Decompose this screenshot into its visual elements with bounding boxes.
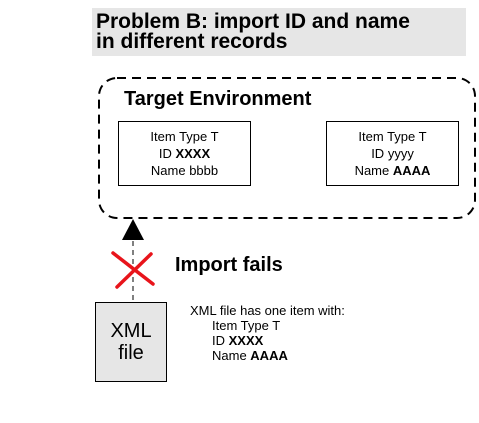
xml-item-id-value: XXXX <box>228 333 264 348</box>
import-arrow-head <box>122 219 144 240</box>
target-environment-title: Target Environment <box>124 88 312 110</box>
xml-file-box: XML file <box>95 302 167 382</box>
xml-file-description: XML file has one item with: Item Type T … <box>190 303 345 363</box>
record-id: ID yyyy <box>371 146 414 161</box>
record-box-right: Item Type T ID yyyy Name AAAA <box>326 121 459 186</box>
record-id: ID XXXX <box>158 146 211 161</box>
record-name: Name AAAA <box>354 163 431 178</box>
record-id-value: XXXX <box>175 146 211 161</box>
fail-cross-icon <box>111 251 155 289</box>
xml-item-name: Name AAAA <box>212 348 288 363</box>
xml-item-name-value: AAAA <box>250 348 288 363</box>
record-id-value: yyyy <box>387 146 414 161</box>
target-environment-boundary <box>98 77 476 219</box>
xml-file-label-2: file <box>118 342 144 364</box>
record-name-value: AAAA <box>392 163 431 178</box>
xml-item-id: ID XXXX <box>212 333 264 348</box>
import-status-label: Import fails <box>175 254 283 276</box>
xml-item-type: Item Type T <box>212 318 281 333</box>
xml-file-label-1: XML <box>110 320 152 342</box>
title-banner <box>92 8 466 56</box>
xml-description-heading: XML file has one item with: <box>190 303 345 318</box>
record-type: Item Type T <box>150 129 219 144</box>
record-name: Name bbbb <box>150 163 219 178</box>
record-box-left: Item Type T ID XXXX Name bbbb <box>118 121 251 186</box>
record-name-value: bbbb <box>189 163 219 178</box>
title-line-1: Problem B: import ID and name <box>96 10 410 33</box>
record-type: Item Type T <box>358 129 427 144</box>
title-line-2: in different records <box>96 30 288 53</box>
